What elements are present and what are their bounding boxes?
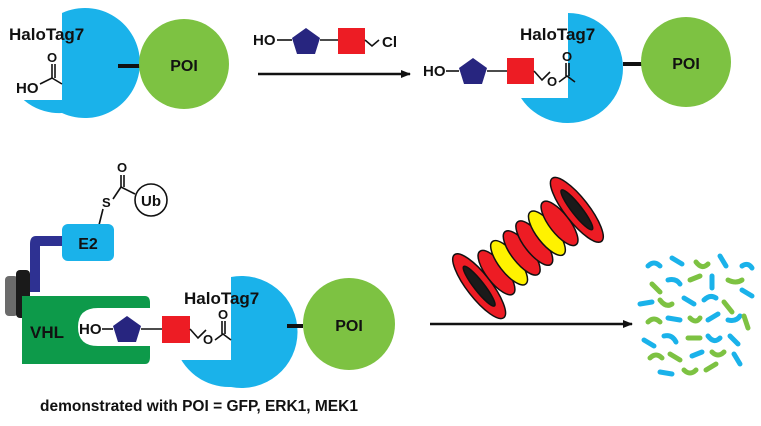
poi-top-left bbox=[139, 19, 229, 109]
pentagon-bound bbox=[113, 316, 141, 342]
poi-label-2: POI bbox=[672, 56, 700, 73]
bound-carbonyl-o-label: O bbox=[218, 307, 228, 322]
halotag-free-label: HaloTag7 bbox=[9, 25, 84, 44]
ub-label: Ub bbox=[141, 193, 161, 210]
square-ligand bbox=[338, 28, 365, 54]
ester-carbonyl-o-label: O bbox=[562, 49, 572, 64]
poi-bottom bbox=[303, 278, 395, 370]
carbonyl-o-label: O bbox=[47, 50, 57, 65]
square-bound bbox=[162, 316, 190, 343]
ternary-complex: HaloTag7 HO O O POI bbox=[79, 276, 395, 388]
e2-enzyme bbox=[62, 224, 114, 261]
vhl-ligase bbox=[22, 296, 150, 364]
vhl-label: VHL bbox=[30, 323, 64, 342]
halotag-free: HaloTag7 O HO POI bbox=[7, 8, 229, 119]
square-adduct bbox=[507, 58, 534, 84]
ubiquitin-circle bbox=[134, 183, 168, 217]
e2-label: E2 bbox=[78, 236, 98, 253]
ho-label-ligand: HO bbox=[253, 32, 276, 49]
rbx-grey bbox=[5, 276, 18, 316]
halotag-labeled: HaloTag7 HO O O POI bbox=[423, 13, 731, 124]
peptide-fragments bbox=[637, 253, 755, 377]
ho-label-acid: HO bbox=[16, 80, 39, 97]
chloroalkane-ligand: HO Cl bbox=[253, 28, 397, 54]
poi-top-right bbox=[641, 17, 731, 107]
thioester-o-label: O bbox=[117, 160, 127, 175]
poi-label-3: POI bbox=[335, 318, 363, 335]
cul-arm bbox=[30, 236, 62, 292]
ester-o-label: O bbox=[547, 74, 557, 89]
pentagon-adduct bbox=[459, 58, 487, 84]
pentagon-ligand bbox=[292, 28, 320, 54]
e3-complex: S O Ub E2 VHL bbox=[5, 160, 168, 364]
ho-label-adduct: HO bbox=[423, 63, 446, 80]
caption: demonstrated with POI = GFP, ERK1, MEK1 bbox=[40, 398, 358, 415]
cl-label: Cl bbox=[382, 34, 397, 51]
ho-label-bound: HO bbox=[79, 321, 102, 338]
bound-ester-o-label: O bbox=[203, 332, 213, 347]
sulfur-label: S bbox=[102, 195, 111, 210]
poi-label-1: POI bbox=[170, 58, 198, 75]
proteasome bbox=[452, 176, 604, 320]
halotag-free-pocket bbox=[7, 45, 62, 100]
halotag-labeled-label: HaloTag7 bbox=[520, 25, 595, 44]
halotag-bound-label: HaloTag7 bbox=[184, 289, 259, 308]
